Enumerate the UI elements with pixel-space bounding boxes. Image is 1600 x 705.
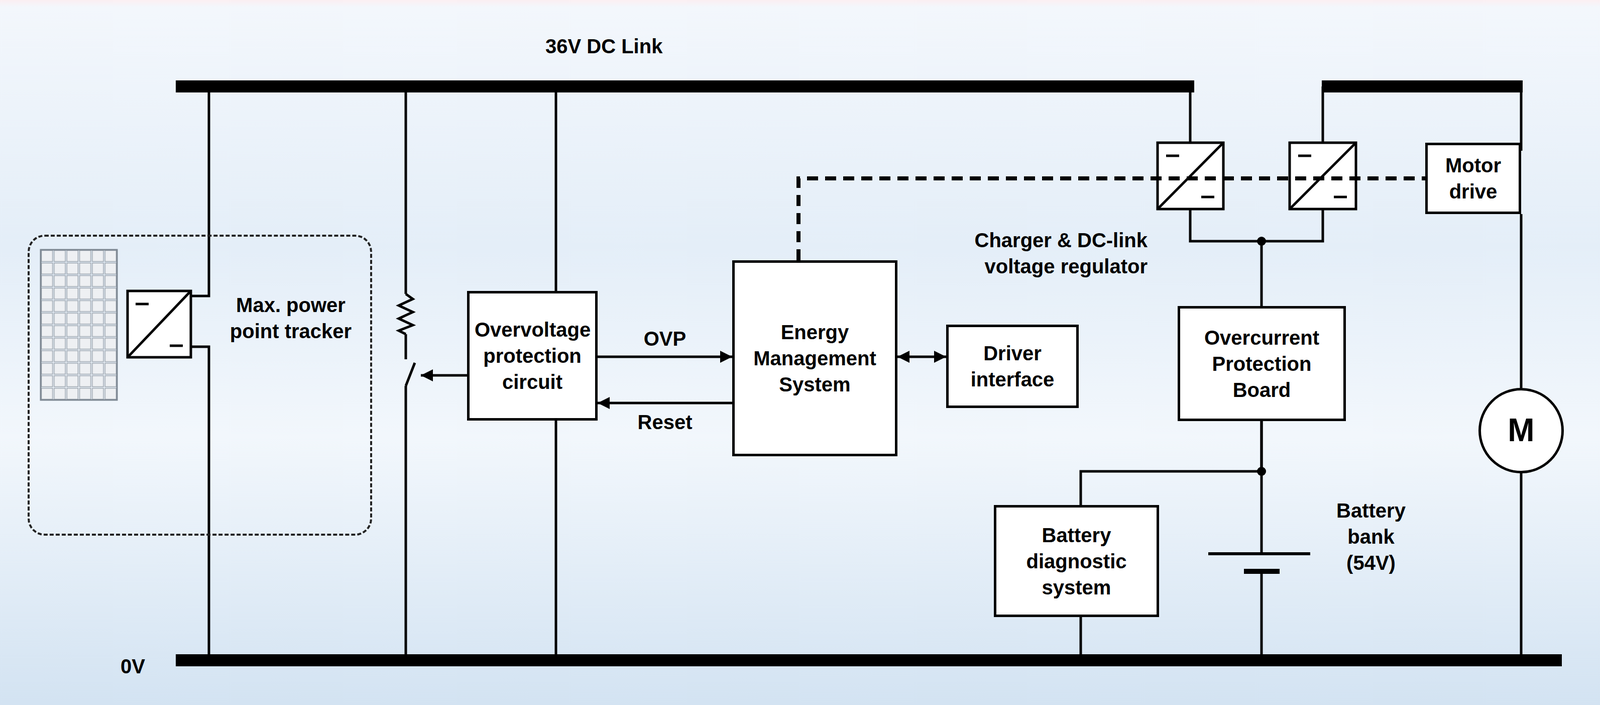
node-text: Overvoltage protection circuit xyxy=(474,316,591,395)
wire xyxy=(1520,462,1523,660)
junction-dot xyxy=(1256,236,1267,246)
motor-circle: M xyxy=(1478,387,1564,474)
converter-label: Charger & DC-link voltage regulator xyxy=(919,226,1148,280)
node-text: Max. power point tracker xyxy=(217,291,364,345)
battery-plate xyxy=(1208,551,1311,555)
wire xyxy=(1321,86,1325,143)
signal-arrow xyxy=(1520,213,1523,388)
node-text: Battery diagnostic system xyxy=(1001,521,1152,601)
signal-label: Reset xyxy=(637,408,693,435)
process-box: Driver interface xyxy=(946,324,1079,408)
signal-arrow xyxy=(897,355,947,359)
dc-dc-converter xyxy=(1157,142,1224,209)
process-box: Energy Management System xyxy=(732,260,898,456)
dc-dc-converter xyxy=(1289,142,1356,209)
ground-bus xyxy=(175,653,1562,666)
converter-diagonal xyxy=(127,290,191,358)
converter-mark xyxy=(169,344,183,348)
switch-symbol xyxy=(405,362,415,386)
bus-label: 0V xyxy=(120,652,171,679)
wire xyxy=(404,333,408,360)
node-text: Motor drive xyxy=(1432,152,1514,205)
signal-arrow xyxy=(597,401,733,405)
signal-label: OVP xyxy=(643,325,687,352)
switch-control-arrow xyxy=(420,374,471,377)
wire xyxy=(1189,86,1192,143)
node-text: Overcurrent Protection Board xyxy=(1185,324,1339,403)
converter-diagonal xyxy=(1289,142,1356,209)
process-box: Overcurrent Protection Board xyxy=(1177,305,1346,421)
converter-diagonal xyxy=(1157,142,1224,209)
signal-arrow xyxy=(1080,420,1262,505)
wire xyxy=(190,86,209,296)
dc-link-bus xyxy=(1321,80,1523,93)
process-box: Battery diagnostic system xyxy=(993,504,1160,617)
dc-link-bus xyxy=(175,80,1195,93)
battery-plate xyxy=(1243,568,1280,574)
converter-mark xyxy=(1333,195,1347,199)
node-text: M xyxy=(1480,409,1562,451)
wire xyxy=(1190,208,1323,242)
wire xyxy=(190,346,209,660)
wire xyxy=(1520,86,1523,151)
node-text: Driver interface xyxy=(953,339,1072,393)
dashed-group: Max. power point tracker xyxy=(27,234,373,536)
signal-arrow xyxy=(597,355,733,359)
converter-mark xyxy=(1166,154,1180,158)
resistor-symbol xyxy=(398,293,413,334)
node-text: Energy Management System xyxy=(739,318,890,398)
wire xyxy=(404,385,408,660)
converter-mark xyxy=(1298,154,1312,158)
converter-mark xyxy=(1201,195,1215,199)
wire xyxy=(404,86,408,294)
converter-mark xyxy=(135,302,149,306)
wire xyxy=(1260,570,1264,660)
process-box: Overvoltage protection circuit xyxy=(467,290,598,421)
dc-dc-converter xyxy=(127,290,191,358)
bus-label: 36V DC Link xyxy=(545,33,777,60)
solar-panel xyxy=(40,249,118,400)
battery-label: Battery bank (54V) xyxy=(1320,497,1422,576)
process-box: Motor drive xyxy=(1425,142,1522,214)
